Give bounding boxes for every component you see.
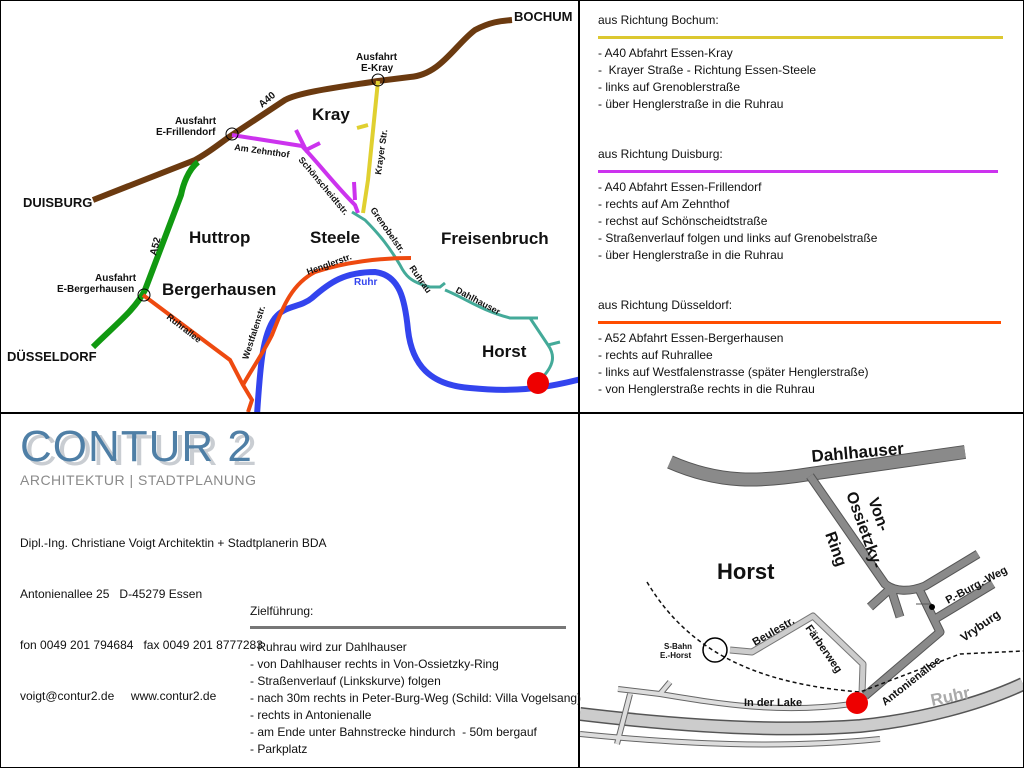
road-a52: [90, 159, 201, 350]
overview-map: BOCHUM DUISBURG DÜSSELDORF Kray Huttrop …: [7, 9, 578, 412]
rule-bochum: [598, 36, 1003, 39]
exit-frillendorf-marker: [225, 127, 239, 141]
rule-duisburg: [598, 170, 998, 173]
road-zehnthof: [231, 129, 360, 214]
label-exit-frillendorf-2: E-Frillendorf: [156, 127, 216, 138]
road-hengler-westfalen: [141, 256, 412, 412]
label-exit-bergerhausen-2: E-Bergerhausen: [57, 284, 134, 295]
label-in-der-lake: In der Lake: [744, 697, 802, 709]
zielfuehrung: Zielführung: - Ruhrau wird zur Dahlhause…: [250, 603, 581, 758]
list-item: - A40 Abfahrt Essen-Frillendorf: [598, 180, 762, 194]
company-logo: CONTUR 2 ARCHITEKTUR | STADTPLANUNG: [20, 422, 257, 489]
divider-horizontal: [0, 412, 1024, 414]
label-vryburg: Vryburg: [958, 607, 1003, 644]
railway-line: [646, 581, 1023, 693]
logo-main-text: CONTUR 2: [20, 422, 253, 471]
label-exit-kray-1: Ausfahrt: [356, 52, 398, 63]
address-line: voigt@contur2.de www.contur2.de: [20, 689, 217, 703]
label-dahlhauser: Dahlhauser: [454, 285, 502, 317]
directions-duisburg: aus Richtung Duisburg: - A40 Abfahrt Ess…: [598, 146, 998, 264]
directions-bochum: aus Richtung Bochum: - A40 Abfahrt Essen…: [598, 12, 1003, 113]
address-line: Dipl.-Ing. Christiane Voigt Architektin …: [20, 536, 327, 550]
zielfuehrung-rule: [250, 626, 566, 629]
label-schoenscheidt: Schönscheidtstr.: [296, 155, 350, 217]
list-item: - links auf Grenoblerstraße: [598, 80, 741, 94]
label-kray: Kray: [312, 105, 350, 124]
list-item: - Straßenverlauf folgen und links auf Gr…: [598, 231, 878, 245]
road-a40: [91, 17, 513, 203]
destination-marker: [527, 372, 549, 394]
label-a52: A52: [148, 236, 163, 257]
destination-marker: [846, 692, 868, 714]
list-item: - links auf Westfalenstrasse (später Hen…: [598, 365, 869, 379]
list-item: - über Henglerstraße in die Ruhrau: [598, 248, 784, 262]
label-duisburg: DUISBURG: [23, 195, 92, 210]
river-ruhr: [254, 268, 578, 412]
list-item: - Ruhrau wird zur Dahlhauser: [250, 640, 407, 654]
zielfuehrung-heading: Zielführung:: [250, 604, 314, 618]
list-item: - Parkplatz: [250, 742, 308, 756]
label-ruhr: Ruhr: [354, 277, 377, 288]
road-grenobel-ruhrau: [351, 210, 561, 382]
label-horst: Horst: [717, 559, 775, 584]
heading-duisburg: aus Richtung Duisburg:: [598, 147, 723, 161]
label-ossietzky-3: Ring: [821, 530, 849, 569]
pburg-weg-marker: [929, 604, 935, 610]
label-sbahn-2: E.-Horst: [660, 651, 691, 660]
label-krayer: Krayer Str.: [373, 129, 389, 175]
list-item: - rechts auf Ruhrallee: [598, 348, 713, 362]
address-line: Antonienallee 25 D-45279 Essen: [20, 587, 203, 601]
list-item: - rechts in Antonienalle: [250, 708, 372, 722]
label-freisenbruch: Freisenbruch: [441, 229, 549, 248]
sbahn-station-icon[interactable]: [702, 637, 728, 663]
logo-subtitle: ARCHITEKTUR | STADTPLANUNG: [20, 472, 257, 488]
list-item: - rechts auf Am Zehnthof: [598, 197, 730, 211]
address-line: fon 0049 201 794684 fax 0049 201 8777283: [20, 638, 263, 652]
list-item: - Straßenverlauf (Linkskurve) folgen: [250, 674, 441, 688]
heading-bochum: aus Richtung Bochum:: [598, 13, 719, 27]
list-item: - am Ende unter Bahnstrecke hindurch - 5…: [250, 725, 537, 739]
label-huttrop: Huttrop: [189, 228, 250, 247]
list-item: - Krayer Straße - Richtung Essen-Steele: [598, 63, 817, 77]
label-sbahn-1: S-Bahn: [664, 642, 692, 651]
list-item: - A52 Abfahrt Essen-Bergerhausen: [598, 331, 784, 345]
company-address: Dipl.-Ing. Christiane Voigt Architektin …: [20, 501, 327, 722]
exit-kray-marker: [371, 73, 385, 87]
heading-duesseldorf: aus Richtung Düsseldorf:: [598, 298, 733, 312]
divider-vertical: [578, 0, 580, 768]
directions-duesseldorf: aus Richtung Düsseldorf: - A52 Abfahrt E…: [598, 297, 1001, 398]
road-krayer: [356, 80, 380, 214]
label-bochum: BOCHUM: [514, 9, 573, 24]
label-horst: Horst: [482, 342, 527, 361]
label-duesseldorf: DÜSSELDORF: [7, 349, 97, 364]
label-exit-bergerhausen-1: Ausfahrt: [95, 273, 137, 284]
list-item: - von Henglerstraße rechts in die Ruhrau: [598, 382, 815, 396]
label-steele: Steele: [310, 228, 360, 247]
label-exit-kray-2: E-Kray: [361, 63, 394, 74]
local-map: Horst Dahlhauser Von- Ossietzky- Ring P.…: [580, 439, 1023, 748]
list-item: - rechst auf Schönscheidtstraße: [598, 214, 768, 228]
rule-duesseldorf: [598, 321, 1001, 324]
list-item: - nach 30m rechts in Peter-Burg-Weg (Sch…: [250, 691, 582, 705]
list-item: - A40 Abfahrt Essen-Kray: [598, 46, 733, 60]
label-exit-frillendorf-1: Ausfahrt: [175, 116, 217, 127]
exit-bergerhausen-marker: [137, 288, 151, 302]
list-item: - von Dahlhauser rechts in Von-Ossietzky…: [250, 657, 499, 671]
list-item: - über Henglerstraße in die Ruhrau: [598, 97, 784, 111]
label-ruhrallee: Ruhrallee: [165, 312, 203, 345]
label-bergerhausen: Bergerhausen: [162, 280, 276, 299]
